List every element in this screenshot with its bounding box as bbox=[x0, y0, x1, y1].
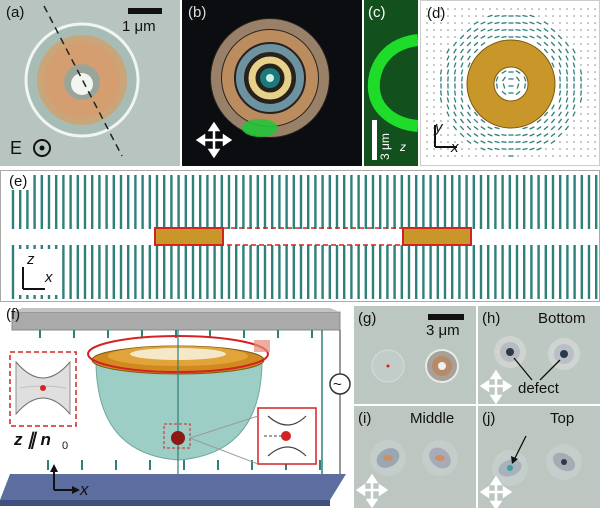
panel-g-label: (g) bbox=[358, 310, 377, 327]
panel-c: (c) 3 μm z bbox=[364, 0, 418, 166]
panel-j-label: (j) bbox=[482, 410, 496, 427]
panel-i-title: Middle bbox=[410, 410, 455, 427]
n-subscript-f: 0 bbox=[62, 440, 69, 452]
panel-h-title: Bottom bbox=[538, 310, 586, 327]
panel-b: (b) bbox=[182, 0, 362, 166]
panel-h: (h) Bottom defect bbox=[478, 306, 600, 404]
panel-b-label: (b) bbox=[188, 4, 207, 21]
z-label-f: z ∥ n bbox=[14, 430, 51, 449]
panel-a-label: (a) bbox=[6, 4, 25, 21]
panel-i-label: (i) bbox=[358, 410, 372, 427]
micrograph-h bbox=[479, 336, 580, 404]
panel-h-label: (h) bbox=[482, 310, 501, 327]
polarized-image-b bbox=[195, 18, 330, 159]
panel-a: (a) 1 μm E bbox=[0, 0, 180, 166]
schematic-f bbox=[0, 308, 351, 506]
panel-d: (d) y x bbox=[420, 0, 600, 166]
defect-annotation: defect bbox=[518, 380, 559, 397]
axis-x-label-e: x bbox=[45, 269, 53, 286]
axis-x-label-d: x bbox=[451, 139, 459, 156]
source-symbol-f: ~ bbox=[333, 376, 342, 393]
scale-bar-label-g: 3 μm bbox=[426, 322, 460, 339]
fluorescence-image-c bbox=[364, 0, 418, 166]
x-label-f: x bbox=[80, 480, 89, 499]
panel-f: (f) z ∥ n 0 x ~ bbox=[0, 304, 352, 508]
micrograph-g bbox=[371, 314, 464, 383]
panel-e-label: (e) bbox=[7, 173, 30, 190]
director-field-e bbox=[1, 175, 599, 299]
panel-j-title: Top bbox=[550, 410, 575, 427]
micrograph-j bbox=[479, 435, 582, 508]
panel-e: (e) z x bbox=[0, 170, 600, 302]
scale-bar-label-c: 3 μm bbox=[378, 133, 392, 160]
field-label: E bbox=[10, 138, 23, 158]
panel-d-label: (d) bbox=[427, 5, 446, 22]
director-field-d bbox=[426, 8, 596, 157]
panel-c-label: (c) bbox=[368, 4, 386, 21]
micrograph-i bbox=[355, 440, 458, 508]
panel-i: (i) Middle bbox=[354, 406, 476, 508]
scale-bar-label-a: 1 μm bbox=[122, 18, 156, 35]
axis-z-label-e: z bbox=[27, 251, 35, 268]
panel-f-label: (f) bbox=[6, 306, 21, 323]
panel-g: (g) 3 μm bbox=[354, 306, 476, 404]
panel-j: (j) Top bbox=[478, 406, 600, 508]
axis-label-c: z bbox=[400, 140, 406, 154]
droplet-image-a bbox=[24, 5, 162, 157]
axis-y-label-d: y bbox=[435, 119, 443, 136]
